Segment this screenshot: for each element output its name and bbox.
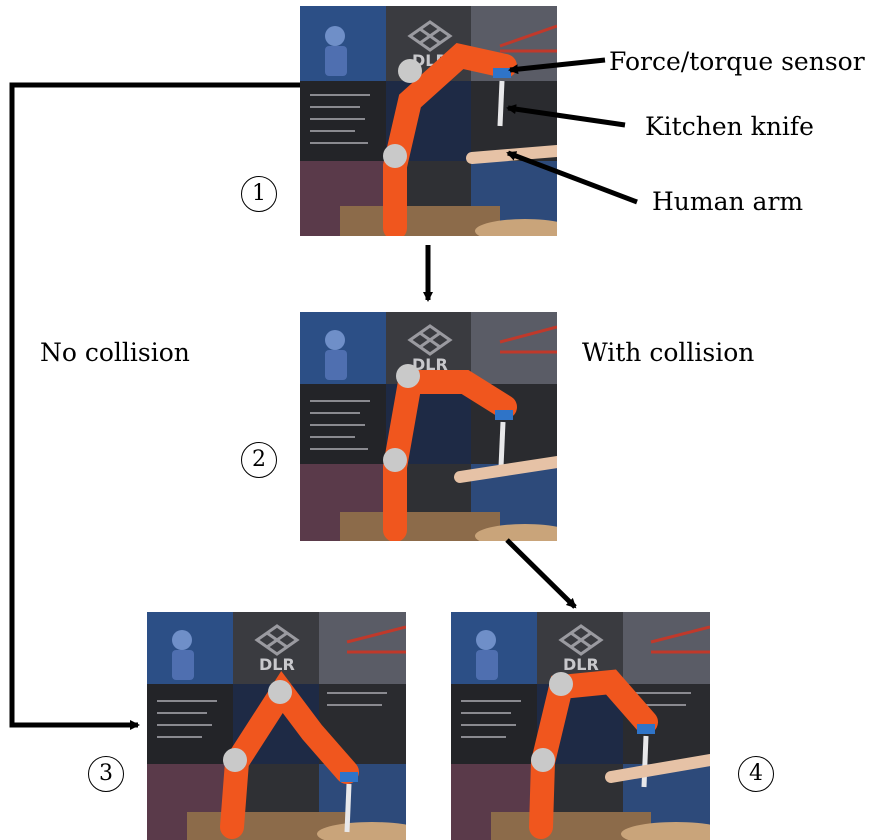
step-number-2: 2	[241, 442, 277, 478]
pointer-human-arm	[506, 150, 638, 205]
label-force-torque-sensor: Force/torque sensor	[609, 47, 865, 76]
photo-panel-1: DLR	[300, 6, 557, 236]
photo-panel-3: DLR	[147, 612, 406, 840]
dlr-logo: DLR	[563, 655, 599, 674]
label-kitchen-knife: Kitchen knife	[645, 112, 814, 141]
robot-photo-3: DLR	[147, 612, 406, 840]
robot-photo-2: DLR	[300, 312, 557, 541]
step-number-4: 4	[738, 756, 774, 792]
label-no-collision: No collision	[40, 338, 190, 367]
photo-panel-4: DLR	[451, 612, 710, 840]
pointer-kitchen-knife	[506, 104, 626, 128]
step-number-1: 1	[241, 176, 277, 212]
label-human-arm: Human arm	[652, 187, 804, 216]
step-number-3: 3	[88, 756, 124, 792]
robot-photo-1: DLR	[300, 6, 557, 236]
photo-panel-2: DLR	[300, 312, 557, 541]
pointer-force-sensor	[508, 57, 606, 75]
robot-photo-4: DLR	[451, 612, 710, 840]
no-collision-arrow	[9, 82, 300, 730]
arrow-2-to-4	[505, 538, 577, 609]
dlr-logo: DLR	[259, 655, 295, 674]
label-with-collision: With collision	[582, 338, 755, 367]
dlr-logo: DLR	[412, 355, 448, 374]
